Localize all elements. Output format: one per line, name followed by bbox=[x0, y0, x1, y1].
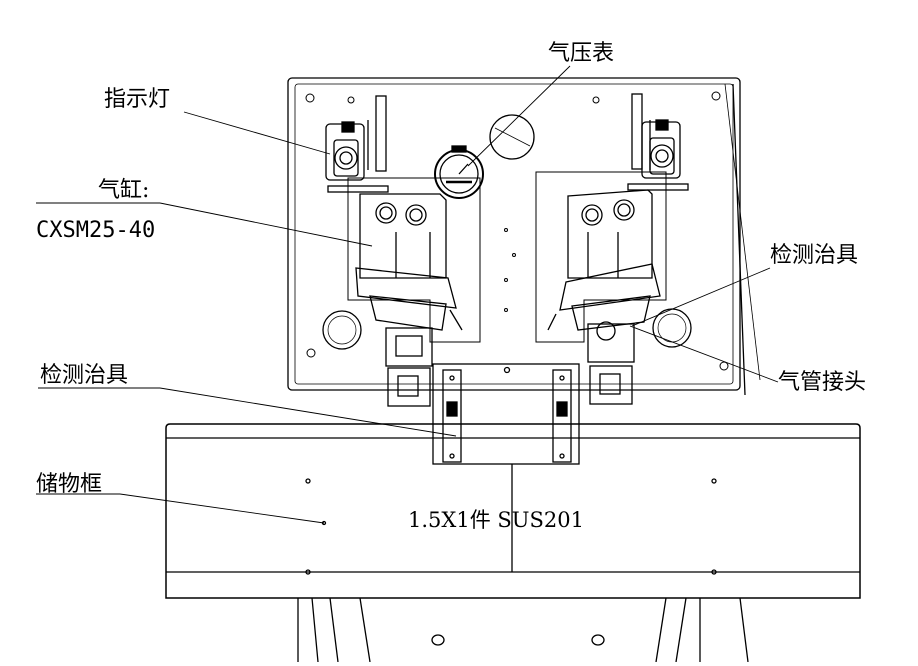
pressure-gauge-label: 气压表 bbox=[548, 41, 615, 66]
indicator-light-right bbox=[627, 119, 689, 191]
fixture-left-lower bbox=[385, 327, 433, 407]
storage-bin bbox=[165, 423, 861, 599]
indicator-light-left bbox=[325, 121, 389, 193]
storage-bin-label: 储物框 bbox=[36, 472, 103, 497]
corner-screws bbox=[305, 91, 729, 371]
fixture-right-lower bbox=[587, 321, 635, 405]
leader-lines bbox=[36, 65, 779, 524]
mounting-plates bbox=[347, 171, 667, 343]
center-fixture-block bbox=[432, 363, 580, 465]
plate-spec-label: 1.5X1件 SUS201 bbox=[408, 508, 584, 532]
cylinder-label: 气缸: bbox=[98, 178, 150, 203]
cylinder-right bbox=[547, 189, 661, 331]
frame-legs bbox=[297, 597, 749, 663]
plate-holes bbox=[322, 114, 692, 350]
cylinder-left bbox=[355, 193, 463, 331]
air-connector-label: 气管接头 bbox=[778, 370, 867, 395]
back-plate bbox=[287, 77, 761, 396]
fixture-left-label: 检测治具 bbox=[40, 363, 129, 388]
fixture-right-label: 检测治具 bbox=[770, 243, 859, 268]
pressure-gauge bbox=[434, 145, 484, 199]
indicator-light-label: 指示灯 bbox=[104, 87, 171, 112]
cylinder-model-label: CXSM25-40 bbox=[36, 218, 156, 243]
